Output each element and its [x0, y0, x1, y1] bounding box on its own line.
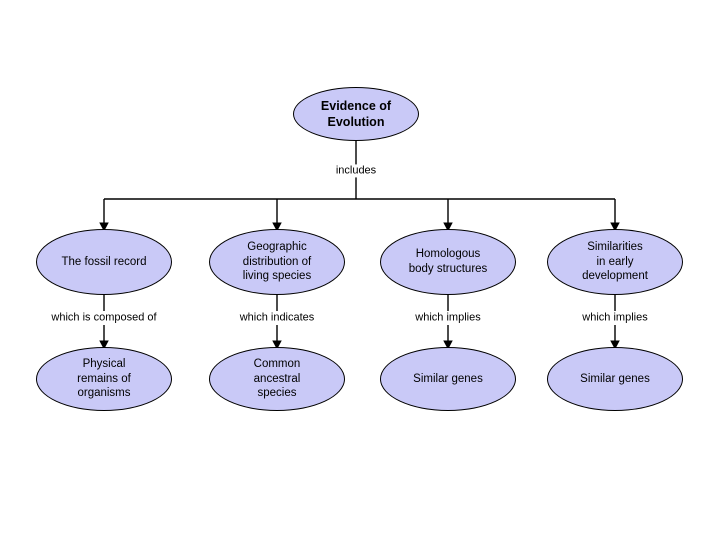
node-root-label: Evidence of Evolution: [320, 98, 392, 129]
node-effect-1-label: Physical remains of organisms: [77, 357, 131, 400]
node-cause-1-label: The fossil record: [61, 255, 147, 268]
edge-label-branch-3: which implies: [412, 311, 484, 325]
node-effect-2[interactable]: Common ancestral species: [209, 347, 345, 411]
node-cause-1[interactable]: The fossil record: [36, 229, 172, 295]
edge-label-includes: includes: [332, 164, 380, 178]
edge-label-branch-2: which indicates: [236, 311, 318, 325]
node-cause-2[interactable]: Geographic distribution of living specie…: [209, 229, 345, 295]
node-effect-1[interactable]: Physical remains of organisms: [36, 347, 172, 411]
edge-label-branch-4: which implies: [579, 311, 651, 325]
node-effect-3[interactable]: Similar genes: [380, 347, 516, 411]
node-effect-4-label: Similar genes: [580, 372, 650, 385]
node-effect-4[interactable]: Similar genes: [547, 347, 683, 411]
edge-group: [99, 141, 620, 350]
node-root[interactable]: Evidence of Evolution: [293, 87, 419, 141]
edge-label-branch-1: which is composed of: [48, 311, 160, 325]
node-cause-3[interactable]: Homologous body structures: [380, 229, 516, 295]
node-cause-3-label: Homologous body structures: [408, 248, 488, 275]
node-cause-2-label: Geographic distribution of living specie…: [242, 240, 312, 283]
node-cause-4[interactable]: Similarities in early development: [547, 229, 683, 295]
node-effect-2-label: Common ancestral species: [253, 357, 301, 400]
node-cause-4-label: Similarities in early development: [582, 240, 648, 283]
node-effect-3-label: Similar genes: [413, 372, 483, 385]
